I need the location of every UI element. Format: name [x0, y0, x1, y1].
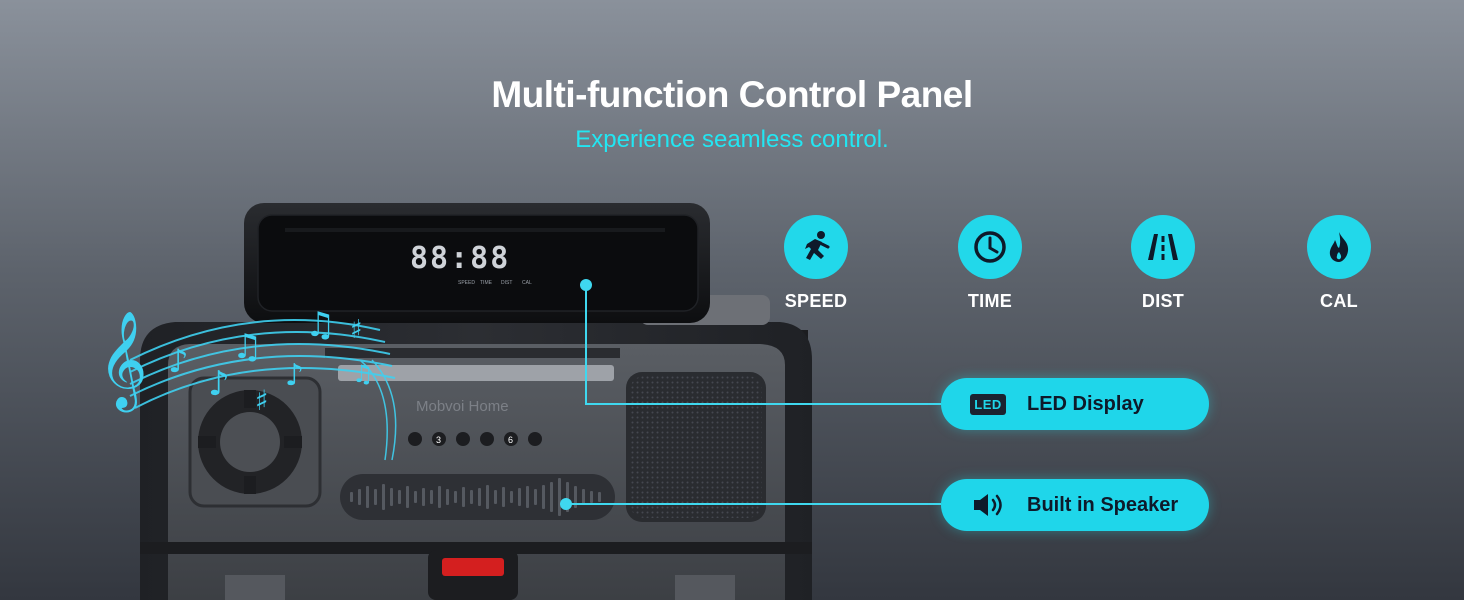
- svg-text:♪: ♪: [285, 358, 304, 393]
- running-person-icon: [784, 215, 848, 279]
- page-subtitle: Experience seamless control.: [575, 126, 889, 153]
- button-6-label: 6: [508, 435, 513, 445]
- button-3-label: 3: [436, 435, 441, 445]
- music-notes-icon: [129, 319, 397, 461]
- control-buttons: 3 6: [408, 432, 542, 446]
- speaker-icon: [969, 492, 1007, 518]
- led-indicator-cal: CAL: [522, 280, 532, 286]
- road-icon: [1131, 215, 1195, 279]
- brand-logo: Mobvoi Home: [416, 398, 509, 415]
- callout-led-display: LED LED Display: [941, 378, 1209, 430]
- led-indicator-dist: DIST: [501, 280, 512, 286]
- led-badge: LED: [970, 393, 1006, 415]
- svg-text:♯: ♯: [255, 384, 269, 417]
- flame-icon: [1307, 215, 1371, 279]
- svg-text:𝄞: 𝄞: [98, 310, 148, 412]
- callout-speaker: Built in Speaker: [941, 479, 1209, 531]
- svg-text:♪: ♪: [208, 364, 230, 404]
- feature-cal: CAL: [1284, 215, 1394, 312]
- svg-text:♫: ♫: [232, 327, 262, 367]
- feature-time-label: TIME: [967, 291, 1013, 311]
- callout-led-display-label: LED Display: [1027, 392, 1144, 415]
- led-icon: LED: [969, 391, 1007, 417]
- feature-time: TIME: [935, 215, 1045, 312]
- svg-text:♪: ♪: [168, 342, 188, 380]
- led-indicator-speed: SPEED: [458, 280, 475, 286]
- svg-text:♫: ♫: [352, 360, 374, 388]
- page-title: Multi-function Control Panel: [491, 74, 973, 115]
- clock-icon: [958, 215, 1022, 279]
- feature-speed: SPEED: [761, 215, 871, 312]
- svg-text:♫: ♫: [305, 305, 335, 345]
- led-digits: 88:88: [410, 241, 510, 276]
- svg-text:♯: ♯: [350, 315, 363, 345]
- feature-speed-label: SPEED: [784, 291, 848, 311]
- led-indicator-time: TIME: [480, 280, 493, 286]
- feature-dist: DIST: [1108, 215, 1218, 312]
- callout-speaker-label: Built in Speaker: [1027, 493, 1179, 516]
- feature-cal-label: CAL: [1320, 291, 1358, 311]
- feature-dist-label: DIST: [1141, 291, 1185, 311]
